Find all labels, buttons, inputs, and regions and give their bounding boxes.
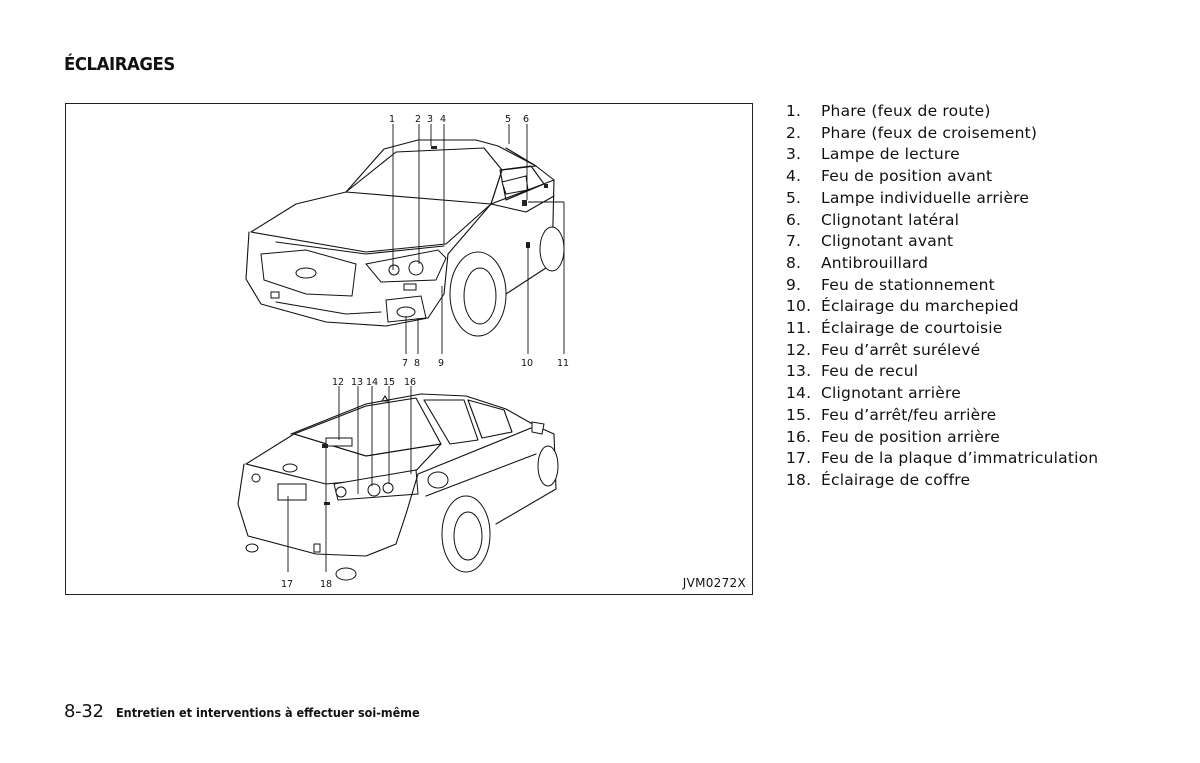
callout-13: 13 xyxy=(351,377,363,388)
list-item: 17. Feu de la plaque d’immatriculation xyxy=(786,448,1098,470)
list-item: 3. Lampe de lecture xyxy=(786,144,1098,166)
callout-5: 5 xyxy=(505,114,511,125)
legend-text: Feu de recul xyxy=(821,362,919,381)
list-item: 13. Feu de recul xyxy=(786,361,1098,383)
list-item: 18. Éclairage de coffre xyxy=(786,470,1098,492)
legend-number: 12. xyxy=(786,340,812,359)
list-item: 2. Phare (feux de croisement) xyxy=(786,123,1098,145)
legend-number: 13. xyxy=(786,362,812,381)
legend-text: Feu de position arrière xyxy=(821,427,1000,446)
legend-text: Feu d’arrêt surélevé xyxy=(821,340,981,359)
list-item: 5. Lampe individuelle arrière xyxy=(786,188,1098,210)
legend-number: 15. xyxy=(786,405,812,424)
callout-10: 10 xyxy=(521,358,533,369)
legend-text: Phare (feux de route) xyxy=(821,102,991,120)
list-item: 11. Éclairage de courtoisie xyxy=(786,318,1098,340)
front-car-illustration xyxy=(245,139,565,337)
callout-3: 3 xyxy=(427,114,433,125)
page-number: 8-32 xyxy=(64,701,104,722)
legend-number: 5. xyxy=(786,188,802,207)
callout-18: 18 xyxy=(320,579,332,590)
legend-number: 11. xyxy=(786,319,812,338)
lights-diagram-figure: 1 2 3 4 5 6 7 8 9 10 11 xyxy=(65,103,753,595)
lights-legend-list: 1. Phare (feux de route) 2. Phare (feux de… xyxy=(786,101,1098,492)
legend-number: 9. xyxy=(786,275,802,294)
legend-number: 17. xyxy=(786,449,812,468)
figure-code: JVM0272X xyxy=(682,576,746,590)
list-item: 14. Clignotant arrière xyxy=(786,383,1098,405)
legend-number: 4. xyxy=(786,167,802,186)
legend-number: 16. xyxy=(786,427,812,446)
legend-text: Phare (feux de croisement) xyxy=(821,123,1038,142)
list-item: 6. Clignotant latéral xyxy=(786,210,1098,232)
list-item: 16. Feu de position arrière xyxy=(786,427,1098,449)
legend-text: Clignotant latéral xyxy=(821,210,960,229)
front-callout-lines xyxy=(392,124,565,354)
legend-text: Clignotant avant xyxy=(821,232,954,251)
callout-14: 14 xyxy=(366,377,378,388)
callout-8: 8 xyxy=(414,358,420,369)
callout-1: 1 xyxy=(389,114,395,125)
legend-text: Éclairage du marchepied xyxy=(821,297,1019,316)
front-callout-labels: 1 2 3 4 5 6 7 8 9 10 11 xyxy=(389,114,569,369)
legend-text: Feu de stationnement xyxy=(821,275,995,294)
legend-number: 8. xyxy=(786,253,802,272)
legend-number: 3. xyxy=(786,145,802,164)
legend-text: Feu d’arrêt/feu arrière xyxy=(821,405,997,424)
legend-text: Feu de la plaque d’immatriculation xyxy=(821,449,1099,468)
car-lights-diagram: 1 2 3 4 5 6 7 8 9 10 11 xyxy=(237,114,569,590)
legend-text: Clignotant arrière xyxy=(821,384,961,403)
callout-2: 2 xyxy=(415,114,421,125)
legend-number: 2. xyxy=(786,123,802,142)
page-footer: 8-32 Entretien et interventions à effect… xyxy=(64,701,453,722)
list-item: 4. Feu de position avant xyxy=(786,166,1098,188)
legend-number: 1. xyxy=(786,102,802,120)
legend-text: Éclairage de coffre xyxy=(821,470,971,489)
legend-number: 7. xyxy=(786,232,802,251)
legend-number: 10. xyxy=(786,297,812,316)
legend-number: 18. xyxy=(786,470,812,489)
list-item: 15. Feu d’arrêt/feu arrière xyxy=(786,405,1098,427)
rear-car-illustration xyxy=(237,393,559,581)
list-item: 8. Antibrouillard xyxy=(786,253,1098,275)
callout-11: 11 xyxy=(557,358,569,369)
legend-text: Éclairage de courtoisie xyxy=(821,319,1003,338)
rear-callout-lines xyxy=(287,386,412,572)
list-item: 10. Éclairage du marchepied xyxy=(786,296,1098,318)
list-item: 7. Clignotant avant xyxy=(786,231,1098,253)
legend-text: Lampe individuelle arrière xyxy=(821,188,1030,207)
callout-4: 4 xyxy=(440,114,446,125)
callout-16: 16 xyxy=(404,377,416,388)
legend-text: Feu de position avant xyxy=(821,167,993,186)
list-item: 12. Feu d’arrêt surélevé xyxy=(786,340,1098,362)
list-item: 9. Feu de stationnement xyxy=(786,275,1098,297)
legend-number: 6. xyxy=(786,210,802,229)
callout-12: 12 xyxy=(332,377,344,388)
legend-text: Lampe de lecture xyxy=(821,145,960,164)
callout-9: 9 xyxy=(438,358,444,369)
chapter-title: Entretien et interventions à effectuer s… xyxy=(115,705,420,720)
callout-17: 17 xyxy=(281,579,293,590)
legend-number: 14. xyxy=(786,384,812,403)
callout-6: 6 xyxy=(523,114,529,125)
section-title: ÉCLAIRAGES xyxy=(64,54,175,75)
list-item: 1. Phare (feux de route) xyxy=(786,101,1098,123)
callout-15: 15 xyxy=(383,377,395,388)
rear-callout-labels: 12 13 14 15 16 17 18 xyxy=(281,377,416,590)
callout-7: 7 xyxy=(402,358,408,369)
legend-text: Antibrouillard xyxy=(821,253,929,272)
